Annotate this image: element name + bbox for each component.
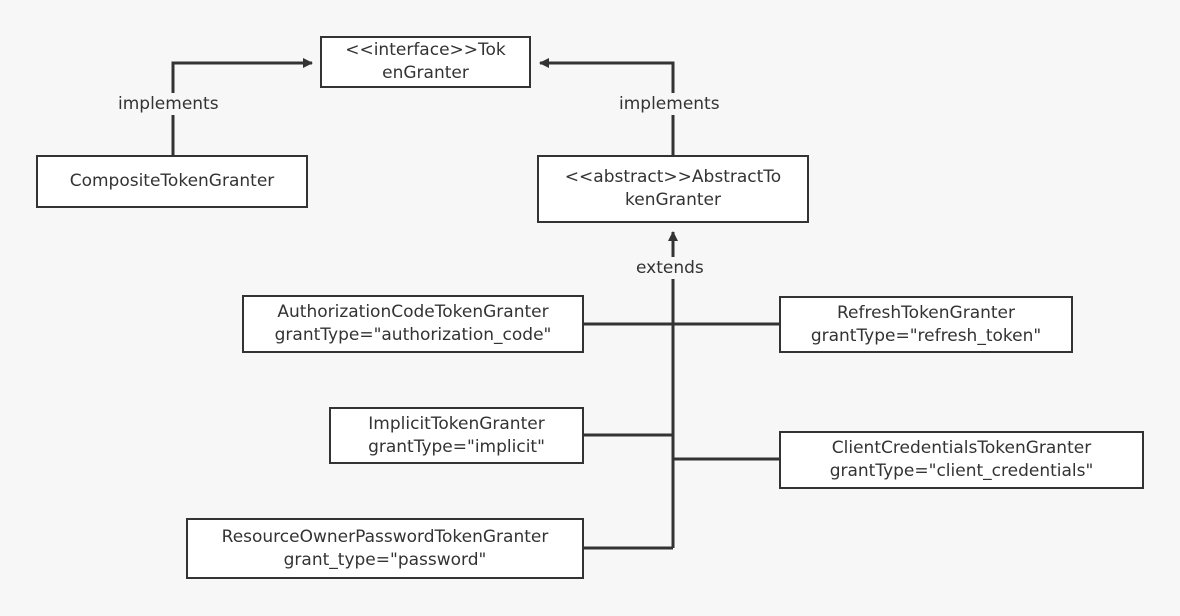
token-granter-line1: <<interface>>Tok: [345, 40, 506, 60]
composite-token-granter-box: CompositeTokenGranter: [36, 155, 308, 208]
abstract-implements-edge: [539, 58, 675, 155]
extends-label: extends: [635, 257, 705, 279]
refresh-line2: grantType="refresh_token": [810, 325, 1042, 346]
authorization-code-line2: grantType="authorization_code": [274, 325, 552, 345]
composite-implements-edge: [171, 58, 313, 155]
implements-label-right: implements: [618, 93, 721, 115]
password-line2: grant_type="password": [283, 549, 487, 570]
refresh-line1: RefreshTokenGranter: [836, 302, 1016, 323]
client-credentials-line1: ClientCredentialsTokenGranter: [831, 438, 1092, 458]
client-credentials-token-granter-box: ClientCredentialsTokenGranter grantType=…: [779, 431, 1144, 489]
abstract-line1: <<abstract>>AbstractTo: [564, 167, 782, 187]
abstract-line2: kenGranter: [625, 190, 721, 210]
implicit-token-granter-box: ImplicitTokenGranter grantType="implicit…: [329, 407, 584, 464]
token-granter-line2: enGranter: [382, 63, 469, 83]
refresh-token-granter-box: RefreshTokenGranter grantType="refresh_t…: [779, 296, 1073, 353]
composite-line1: CompositeTokenGranter: [69, 171, 275, 191]
abstract-token-granter-box: <<abstract>>AbstractTo kenGranter: [537, 155, 809, 223]
implements-label-left: implements: [117, 93, 220, 115]
token-granter-interface-box: <<interface>>Tok enGranter: [320, 36, 531, 88]
implicit-line1: ImplicitTokenGranter: [368, 413, 545, 434]
resource-owner-password-token-granter-box: ResourceOwnerPasswordTokenGranter grant_…: [186, 518, 584, 579]
authorization-code-token-granter-box: AuthorizationCodeTokenGranter grantType=…: [242, 295, 584, 353]
authorization-code-line1: AuthorizationCodeTokenGranter: [277, 302, 549, 322]
password-line1: ResourceOwnerPasswordTokenGranter: [221, 526, 549, 547]
client-credentials-line2: grantType="client_credentials": [829, 461, 1094, 481]
implicit-line2: grantType="implicit": [368, 436, 545, 457]
